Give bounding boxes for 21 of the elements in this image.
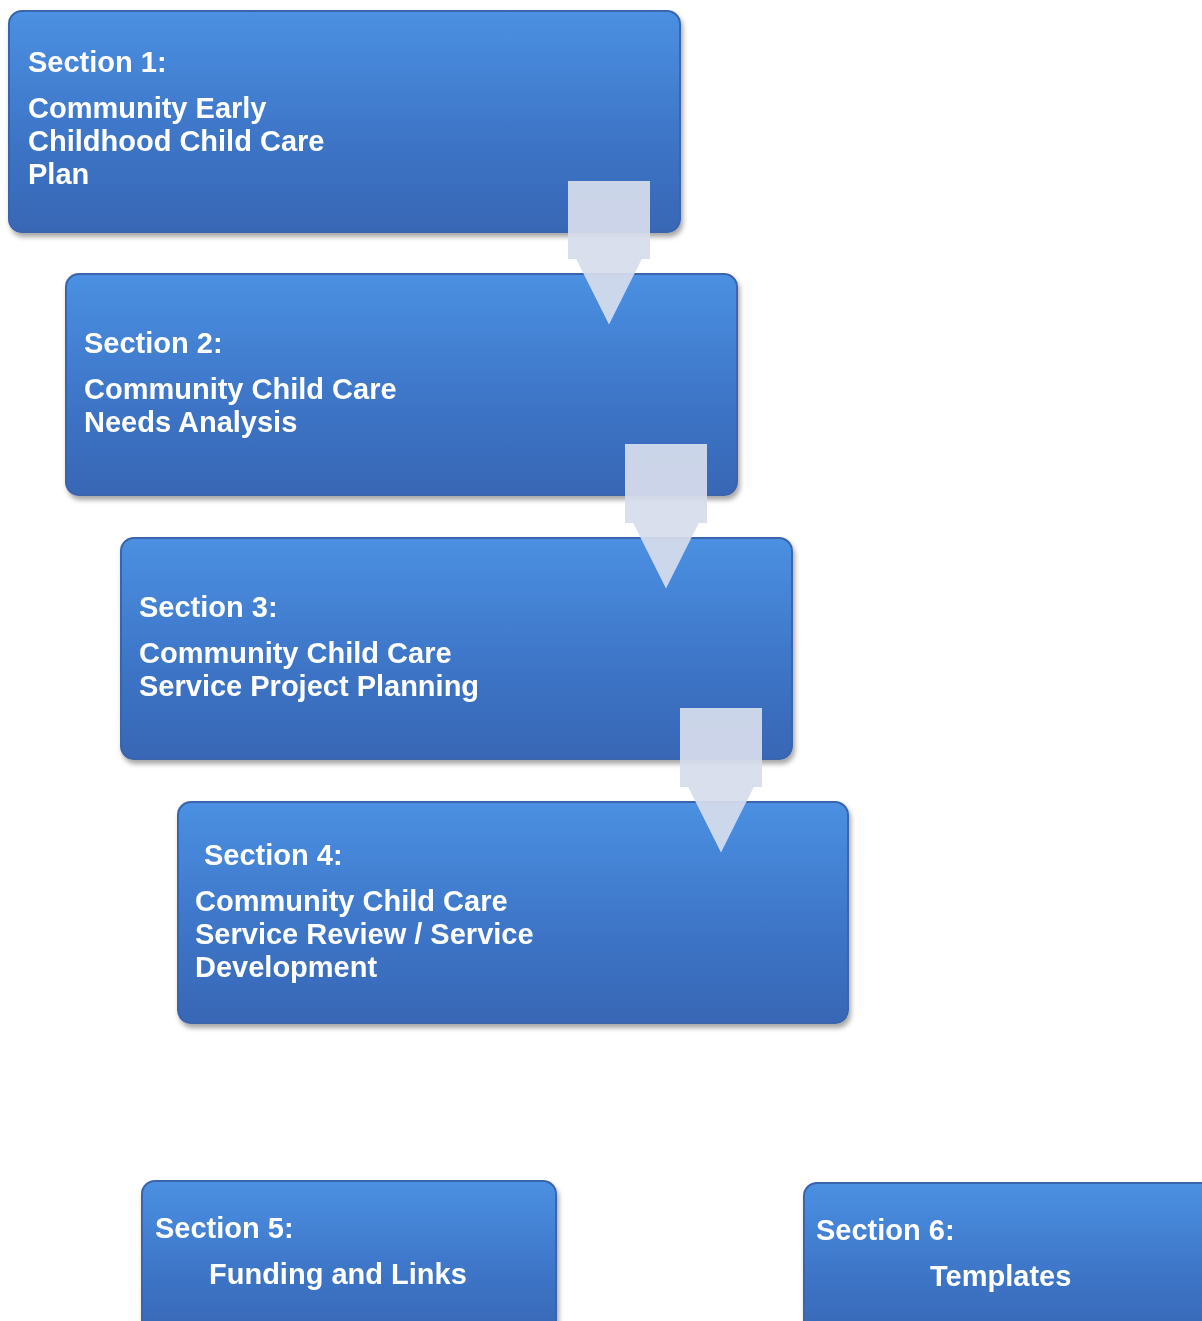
section-number: Section 1: <box>28 46 167 79</box>
section-box <box>803 1182 1202 1321</box>
block-arrow <box>625 444 707 589</box>
section-number: Section 3: <box>139 591 278 624</box>
section-number: Section 2: <box>84 327 223 360</box>
section-number: Section 4: <box>204 839 343 872</box>
section-box <box>65 273 738 496</box>
section-title: Community Child Care Service Review / Service Development <box>195 885 535 984</box>
section-box <box>8 10 681 233</box>
section-title: Community Child Care Service Project Planning <box>139 637 481 703</box>
section-title: Community Early Childhood Child Care Plan <box>28 92 326 191</box>
block-arrow <box>680 708 762 853</box>
section-title: Templates <box>930 1260 1073 1293</box>
section-title: Funding and Links <box>209 1258 468 1291</box>
section-number: Section 6: <box>816 1214 955 1247</box>
section-number: Section 5: <box>155 1212 294 1245</box>
block-arrow <box>568 181 650 325</box>
section-title: Community Child Care Needs Analysis <box>84 373 398 439</box>
section-box <box>141 1180 557 1321</box>
section-box <box>120 537 793 760</box>
section-box <box>177 801 849 1024</box>
